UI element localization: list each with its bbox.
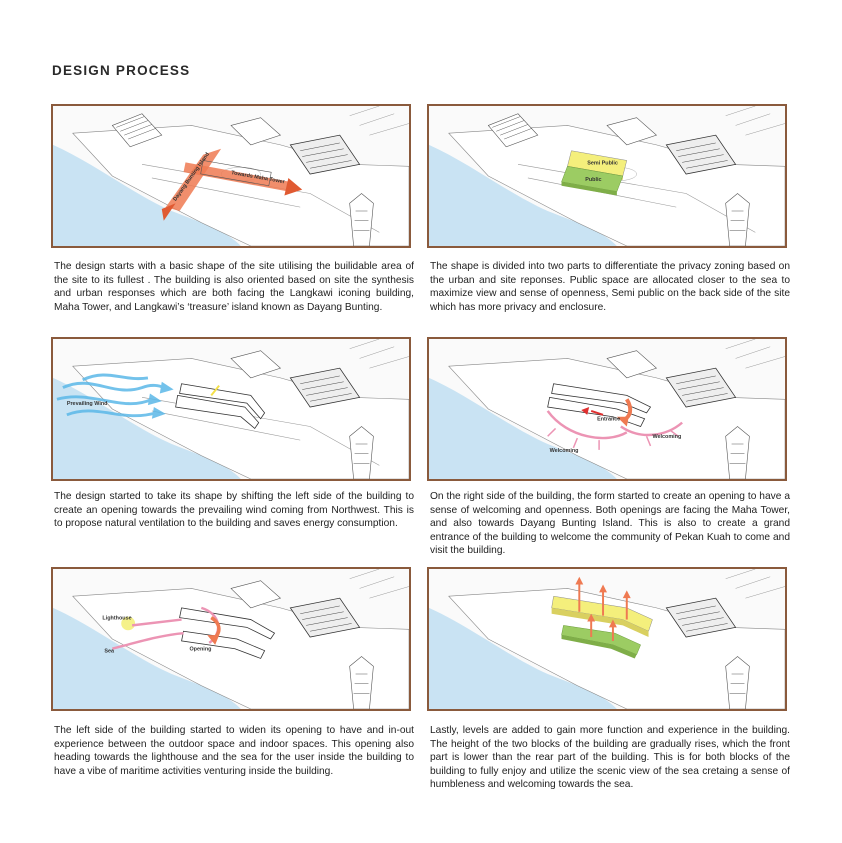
step-6-caption: Lastly, levels are added to gain more fu… xyxy=(430,725,790,791)
step-3-caption: The design started to take its shape by … xyxy=(54,491,414,530)
site-base-map xyxy=(53,339,409,479)
step-5-caption: The left side of the building started to… xyxy=(54,725,414,777)
lighthouse-marker xyxy=(121,616,136,631)
step-4-caption: On the right side of the building, the f… xyxy=(430,491,790,557)
page-title: DESIGN PROCESS xyxy=(52,63,191,78)
prevailing-wind-arrows xyxy=(56,373,174,419)
step-1-caption: The design starts with a basic shape of … xyxy=(54,261,414,313)
sea xyxy=(53,607,241,709)
label-welcoming-left: Welcoming xyxy=(550,448,579,454)
label-sea: Sea xyxy=(104,649,115,655)
step-3-diagram: Prevailing Wind xyxy=(51,337,411,481)
level-arrows xyxy=(575,576,631,641)
axis-dayang-bunting xyxy=(165,148,222,211)
label-prevailing-wind: Prevailing Wind xyxy=(67,401,108,407)
label-lighthouse: Lighthouse xyxy=(102,616,131,622)
zoning-blocks xyxy=(561,150,628,196)
front-block xyxy=(561,625,641,655)
orientation-axes xyxy=(161,148,303,221)
label-entrance: Entrance xyxy=(597,417,620,423)
axis-maha-tower xyxy=(183,162,291,192)
public-block xyxy=(561,166,624,192)
step-2-diagram: Semi Public Public xyxy=(427,104,787,248)
label-semi-public: Semi Public xyxy=(587,160,618,166)
welcoming-arcs xyxy=(546,410,683,450)
site-base-map xyxy=(53,106,409,246)
site-base-map xyxy=(429,339,785,479)
sea xyxy=(53,377,241,479)
step-1-diagram: Dayang Bunting Island Towards Maha Tower xyxy=(51,104,411,248)
building-outline xyxy=(175,383,266,430)
sea xyxy=(429,607,617,709)
step-2-caption: The shape is divided into two parts to d… xyxy=(430,261,790,313)
leveled-blocks xyxy=(551,595,653,659)
sea xyxy=(53,144,241,246)
step-4-diagram: Entrance Welcoming Welcoming xyxy=(427,337,787,481)
building-outline xyxy=(179,607,276,659)
label-public: Public xyxy=(585,177,601,183)
sea xyxy=(429,377,617,479)
label-welcoming-right: Welcoming xyxy=(652,434,681,440)
sea xyxy=(429,144,617,246)
label-opening: Opening xyxy=(189,647,211,653)
step-6-diagram xyxy=(427,567,787,711)
step-5-diagram: Lighthouse Sea Opening xyxy=(51,567,411,711)
entrance-arrows xyxy=(581,398,633,427)
